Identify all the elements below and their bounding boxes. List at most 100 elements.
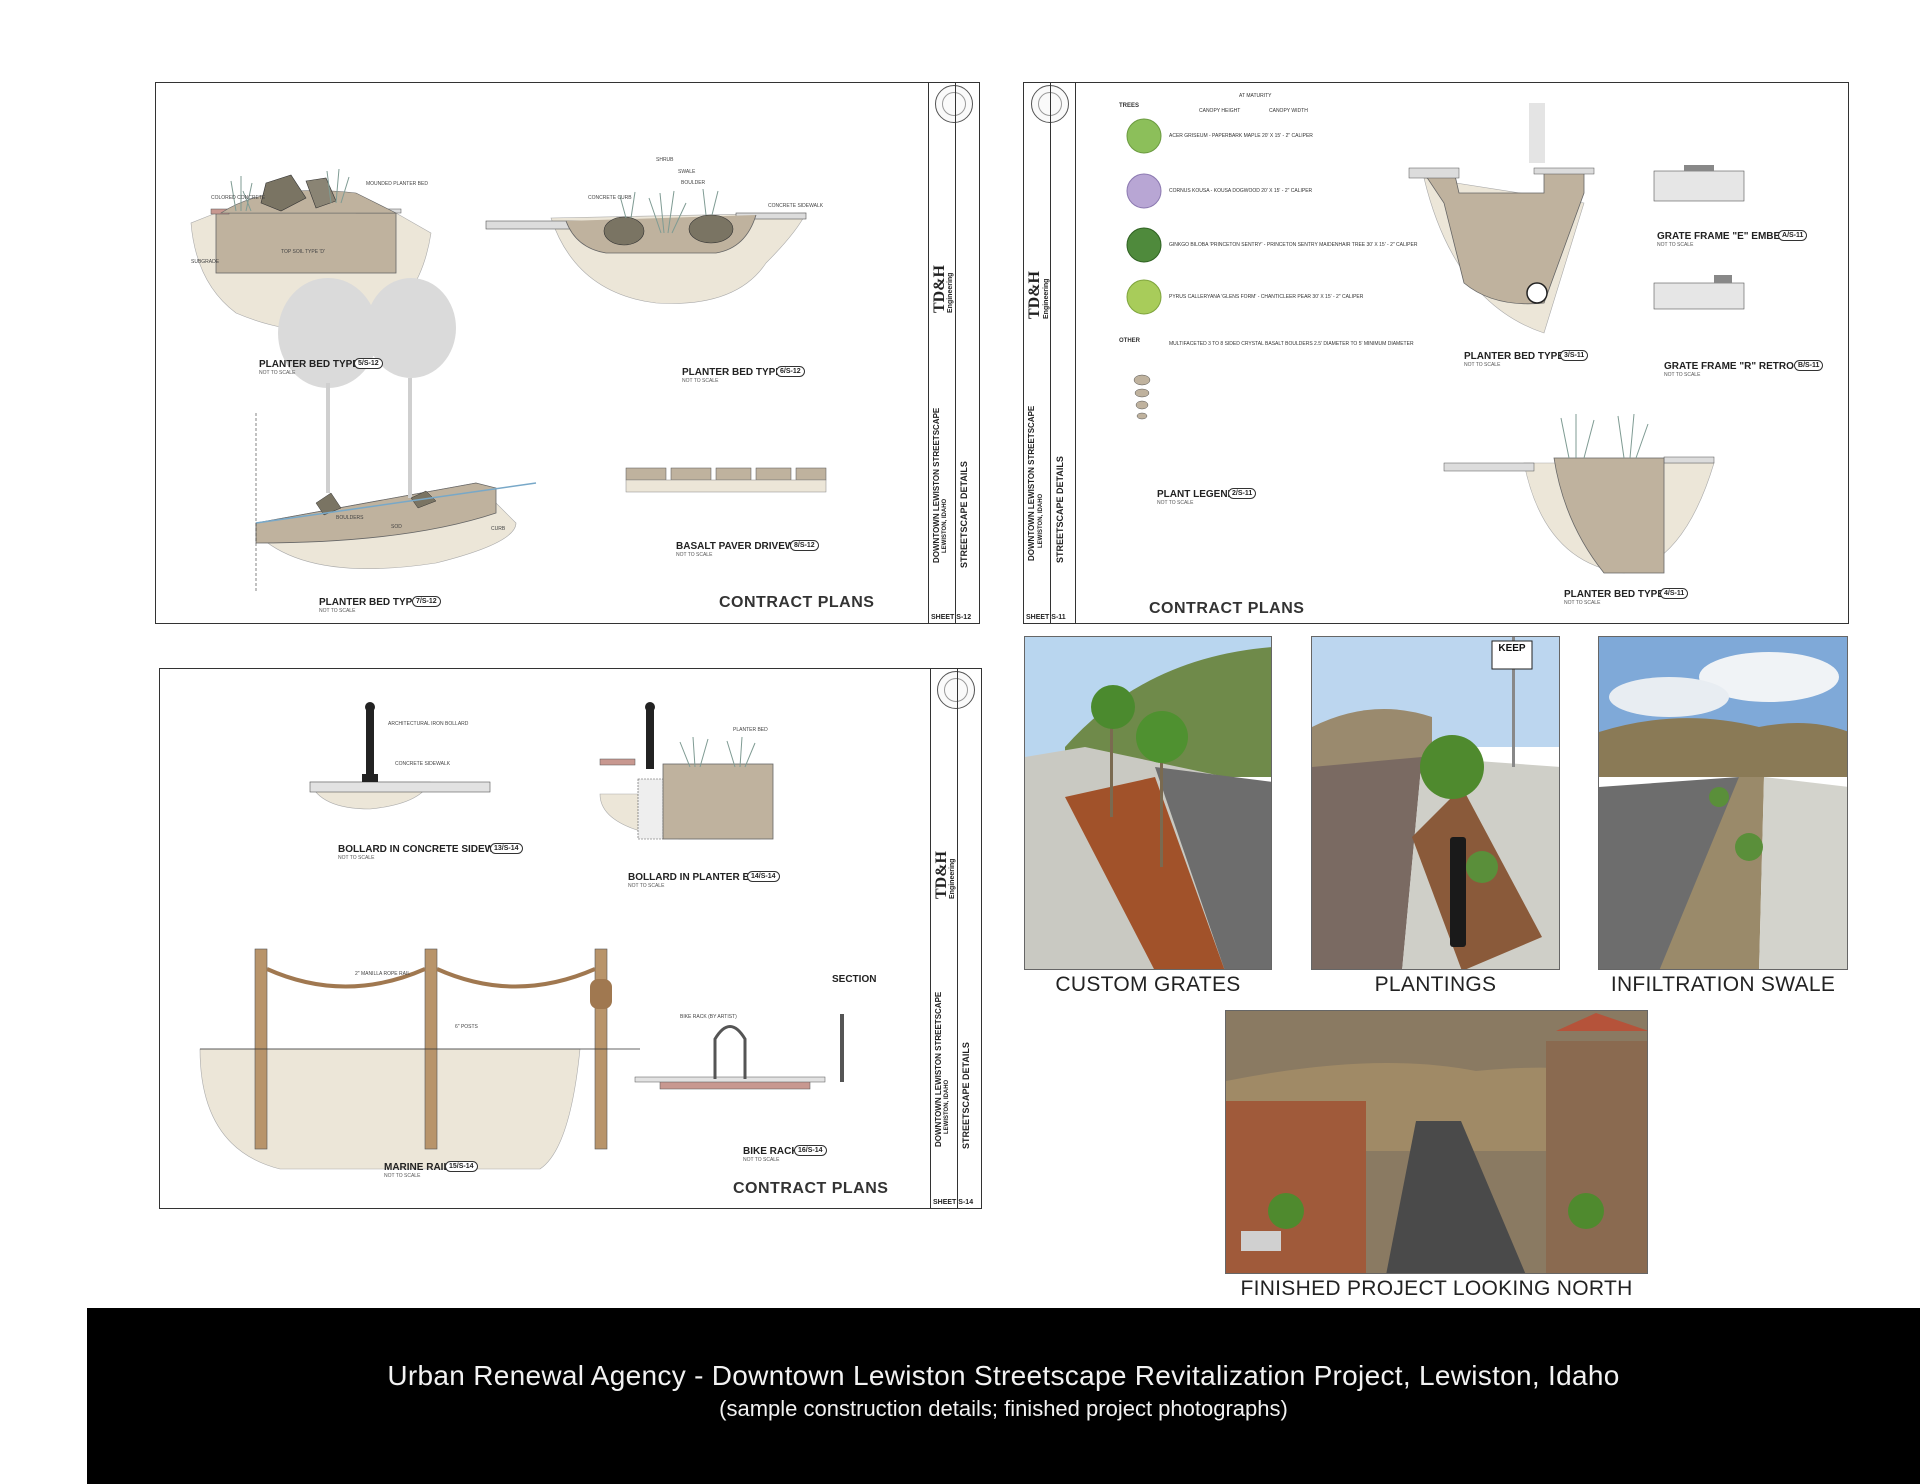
firm-logo-sub: Engineering (949, 858, 956, 899)
photo-plantings: KEEP (1311, 636, 1560, 970)
caption-custom-grates: CUSTOM GRATES (1055, 973, 1241, 996)
contract-plans-label: CONTRACT PLANS (719, 594, 875, 611)
title-block: TD&H Engineering DOWNTOWN LEWISTON STREE… (1024, 83, 1076, 623)
note-topsoil: TOP SOIL TYPE 'D' (281, 249, 325, 255)
plant-legend-canopy-height: CANOPY HEIGHT (1199, 108, 1241, 114)
note-bikerack: BIKE RACK (BY ARTIST) (680, 1014, 737, 1020)
photo-infiltration-swale (1598, 636, 1848, 970)
project-city: LEWISTON, IDAHO (1038, 493, 1044, 548)
project-name: DOWNTOWN LEWISTON STREETSCAPE (932, 407, 941, 563)
firm-logo-sub: Engineering (947, 272, 954, 313)
detail-ref-m15: 15/S-14 (445, 1161, 478, 1172)
footer-subtitle: (sample construction details; finished p… (719, 1396, 1288, 1421)
plant-legend-canopy-width: CANOPY WIDTH (1269, 108, 1308, 114)
grate-frame-drawings (1653, 165, 1745, 310)
plant-legend-at-maturity: AT MATURITY (1239, 93, 1272, 99)
bollard-sidewalk-drawing (309, 702, 491, 810)
note-boulder: BOULDER (681, 180, 706, 186)
contract-plans-label: CONTRACT PLANS (733, 1180, 889, 1197)
plant-legend-tree-4: PYRUS CALLERYANA 'GLENS FORM' - CHANTICL… (1169, 294, 1364, 300)
planter-bed-type-5-drawing (255, 278, 537, 593)
detail-ref-pb5: 7/S-12 (412, 596, 441, 607)
detail-ref-k16: 16/S-14 (794, 1145, 827, 1156)
note-posts: 6" POSTS (455, 1024, 478, 1030)
sheet-number: SHEET S-12 (931, 614, 972, 621)
footer-title: Urban Renewal Agency - Downtown Lewiston… (387, 1360, 1620, 1391)
planter-bed-type-3-drawing (190, 168, 432, 332)
detail-ref-grate-e: A/S-11 (1778, 230, 1808, 241)
basalt-paver-driveway-drawing (625, 467, 827, 493)
note-planter: PLANTER BED (733, 727, 768, 733)
engineer-stamp (935, 85, 973, 123)
note-bollard: ARCHITECTURAL IRON BOLLARD (388, 721, 469, 727)
detail-ref-b14: 14/S-14 (747, 871, 780, 882)
note-concrete-curb: CONCRETE CURB (588, 195, 632, 201)
bollard-planter-drawing (599, 702, 774, 840)
caption-infiltration-swale: INFILTRATION SWALE (1610, 973, 1836, 996)
sheet-s14: ARCHITECTURAL IRON BOLLARD CONCRETE SIDE… (159, 668, 982, 1209)
title-block: TD&H Engineering DOWNTOWN LEWISTON STREE… (928, 83, 979, 623)
photo-custom-grates (1024, 636, 1272, 970)
note-subgrade: SUBGRADE (191, 259, 220, 265)
firm-logo-sub: Engineering (1043, 278, 1050, 319)
detail-ref-grate-r: B/S-11 (1794, 360, 1824, 371)
planter-bed-type-1-drawing (1408, 103, 1595, 334)
sheet-title: STREETSCAPE DETAILS (1055, 456, 1065, 563)
planter-bed-drawings (190, 168, 827, 593)
plant-legend-tree-2: CORNUS KOUSA - KOUSA DOGWOOD 20' X 15' -… (1169, 188, 1313, 194)
project-name: DOWNTOWN LEWISTON STREETSCAPE (1027, 405, 1036, 561)
footer-banner: Urban Renewal Agency - Downtown Lewiston… (87, 1308, 1920, 1484)
planter-bed-type-2-drawing (1443, 413, 1715, 574)
sheet-title: STREETSCAPE DETAILS (959, 461, 969, 568)
project-city: LEWISTON, IDAHO (942, 498, 948, 553)
note-colored-concrete: COLORED CONCRETE (211, 195, 266, 201)
plant-legend-other-text: MULTIFACETED 3 TO 8 SIDED CRYSTAL BASALT… (1169, 341, 1414, 347)
sheet-s12: MOUNDED PLANTER BED COLORED CONCRETE SUB… (155, 82, 980, 624)
planter-bed-type-4-drawing (485, 188, 807, 304)
note-rope: 2" MANILLA ROPE RAIL (355, 971, 411, 977)
plant-legend-tree-1: ACER GRISEUM - PAPERBARK MAPLE 20' X 15'… (1169, 133, 1313, 139)
marine-rail-drawing (199, 948, 640, 1170)
note-concrete-sidewalk: CONCRETE SIDEWALK (768, 203, 824, 209)
sheet-number: SHEET S-11 (1026, 614, 1066, 621)
detail-ref-pb4: 6/S-12 (776, 366, 805, 377)
note-sod: SOD (391, 524, 402, 530)
firm-logo: TD&H (1026, 271, 1043, 319)
sign-keep: KEEP (1498, 643, 1526, 654)
note-shrub: SHRUB (656, 157, 674, 163)
title-block: TD&H Engineering DOWNTOWN LEWISTON STREE… (930, 669, 981, 1208)
detail-ref-legend: 2/S-11 (1228, 488, 1257, 499)
photo-finished-project (1225, 1010, 1648, 1274)
caption-finished-project: FINISHED PROJECT LOOKING NORTH (1240, 1277, 1633, 1300)
contract-plans-label: CONTRACT PLANS (1149, 600, 1305, 617)
detail-ref-b13: 13/S-14 (490, 843, 523, 854)
detail-ref-pb1: 3/S-11 (1560, 350, 1589, 361)
label-section: SECTION (832, 974, 877, 985)
plant-legend-other: OTHER (1119, 338, 1140, 344)
note-mounded: MOUNDED PLANTER BED (366, 181, 428, 187)
plant-legend-drawings (1126, 103, 1745, 574)
note-swale: SWALE (678, 169, 696, 175)
engineer-stamp (937, 671, 975, 709)
project-city: LEWISTON, IDAHO (944, 1079, 950, 1134)
detail-ref-pb2: 4/S-11 (1660, 588, 1689, 599)
note-sidewalk: CONCRETE SIDEWALK (395, 761, 451, 767)
plant-legend-trees: TREES (1119, 103, 1140, 109)
plant-legend-tree-3: GINKGO BILOBA 'PRINCETON SENTRY' - PRINC… (1169, 242, 1418, 248)
sheet-s11: TREES AT MATURITY CANOPY HEIGHT CANOPY W… (1023, 82, 1849, 624)
bollard-rail-rack-drawings (199, 702, 844, 1170)
detail-ref-pb3: 5/S-12 (354, 358, 383, 369)
note-boulders: BOULDERS (336, 515, 364, 521)
sheet-number: SHEET S-14 (933, 1199, 974, 1206)
